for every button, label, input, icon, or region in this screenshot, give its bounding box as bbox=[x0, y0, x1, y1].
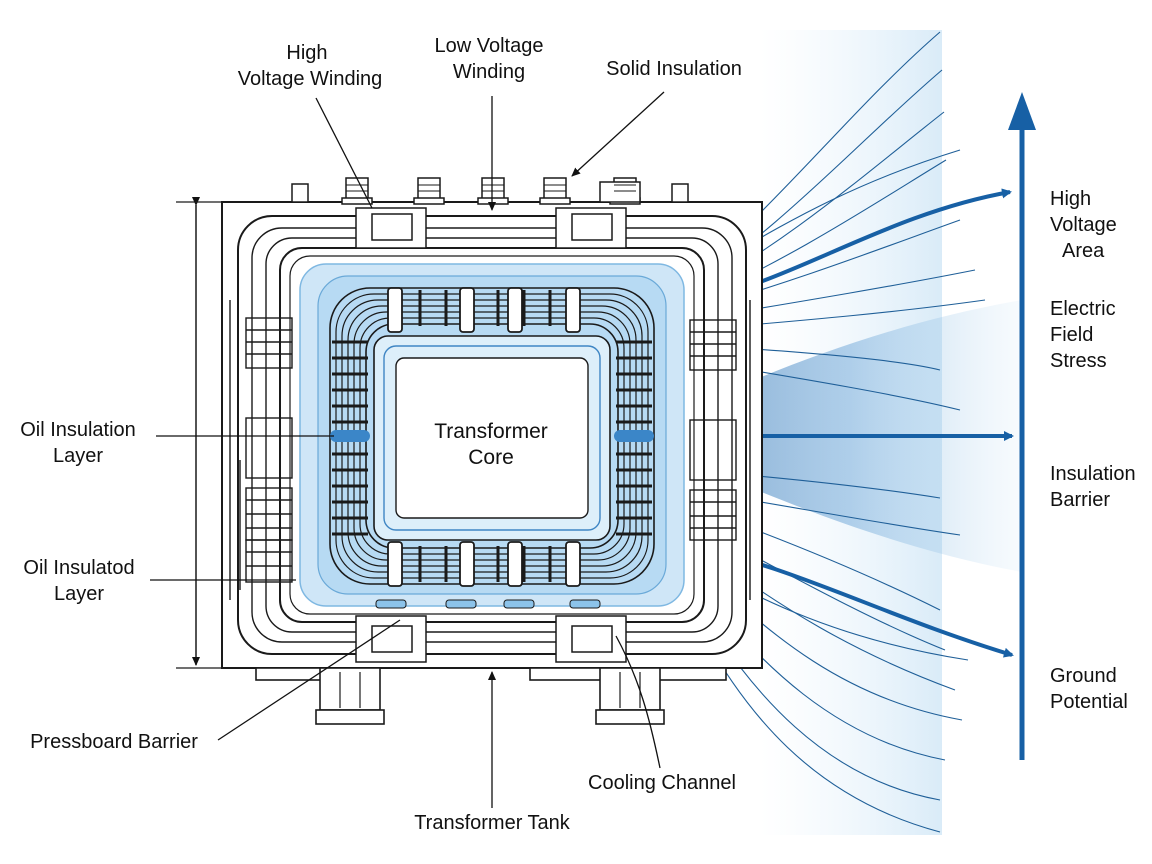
label-electric-field-stress-line1: Electric bbox=[1050, 298, 1116, 320]
label-transformer-tank: Transformer Tank bbox=[414, 812, 571, 834]
label-pressboard-barrier: Pressboard Barrier bbox=[30, 731, 198, 753]
winding-spacers bbox=[387, 287, 581, 587]
label-high-voltage-area-line2: Voltage bbox=[1050, 214, 1117, 236]
label-high-voltage-area-line1: High bbox=[1050, 188, 1091, 210]
label-oil-insulated-layer-line1: Oil Insulatod bbox=[23, 557, 134, 579]
label-ground-potential-line1: Ground bbox=[1050, 665, 1117, 687]
cooling-channel-slots bbox=[375, 599, 601, 609]
label-insulation-barrier-line1: Insulation bbox=[1050, 463, 1136, 485]
label-transformer-core-line1: Transformer bbox=[434, 420, 548, 443]
label-low-voltage-winding-line1: Low Voltage bbox=[435, 35, 544, 57]
label-transformer-core-line2: Core bbox=[468, 446, 514, 469]
core-connectors bbox=[330, 430, 654, 442]
label-high-voltage-area-line3: Area bbox=[1062, 240, 1105, 262]
label-solid-insulation: Solid Insulation bbox=[606, 58, 742, 80]
label-oil-insulated-layer-line2: Layer bbox=[54, 583, 104, 605]
label-electric-field-stress-line2: Field bbox=[1050, 324, 1093, 346]
label-insulation-barrier-line2: Barrier bbox=[1050, 489, 1110, 511]
label-high-voltage-winding-line2: Voltage Winding bbox=[238, 68, 383, 90]
leader-lines bbox=[150, 91, 665, 808]
label-high-voltage-winding-line1: High bbox=[286, 42, 327, 64]
label-electric-field-stress-line3: Stress bbox=[1050, 350, 1107, 372]
label-cooling-channel: Cooling Channel bbox=[588, 772, 736, 794]
voltage-axis bbox=[1008, 92, 1036, 760]
label-oil-insulation-layer-line1: Oil Insulation bbox=[20, 419, 136, 441]
label-ground-potential-line2: Potential bbox=[1050, 691, 1128, 713]
transformer-core bbox=[373, 335, 611, 541]
label-low-voltage-winding-line2: Winding bbox=[453, 61, 525, 83]
label-oil-insulation-layer-line2: Layer bbox=[53, 445, 103, 467]
